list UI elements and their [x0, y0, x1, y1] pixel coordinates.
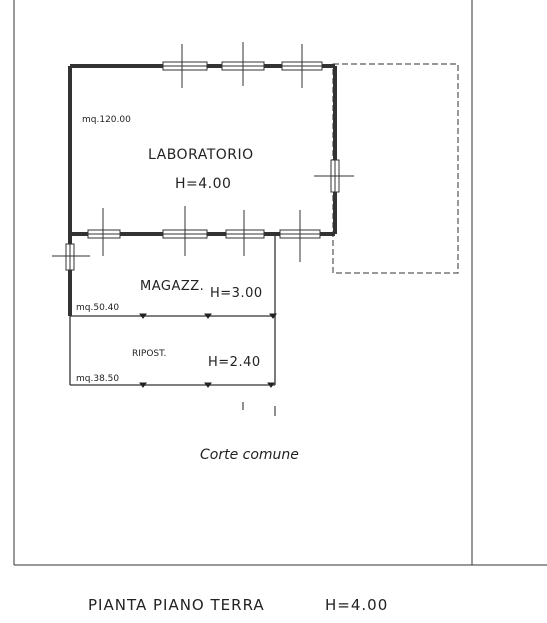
courtyard-label: Corte comune	[200, 447, 299, 463]
wall-markers	[139, 313, 277, 416]
dashed-annex-outline	[332, 63, 459, 274]
magazzino-area-label: mq.50.40	[76, 303, 119, 313]
right-window	[314, 159, 354, 193]
ripostiglio-name-label: RIPOST.	[132, 349, 166, 359]
plan-title-height: H=4.00	[325, 596, 388, 614]
ripostiglio-walls	[69, 316, 276, 386]
plan-title: PIANTA PIANO TERRA	[88, 596, 265, 614]
magazzino-height-label: H=3.00	[210, 286, 263, 301]
laboratorio-name-label: LABORATORIO	[148, 147, 254, 163]
magazzino-name-label: MAGAZZ.	[140, 279, 204, 294]
left-window	[52, 243, 90, 271]
sheet-frame	[13, 0, 547, 566]
laboratorio-height-label: H=4.00	[175, 176, 231, 192]
laboratorio-area-label: mq.120.00	[82, 115, 131, 125]
middle-windows	[87, 206, 321, 262]
ripostiglio-height-label: H=2.40	[208, 355, 261, 370]
ripostiglio-area-label: mq.38.50	[76, 374, 119, 384]
top-windows	[162, 42, 323, 88]
